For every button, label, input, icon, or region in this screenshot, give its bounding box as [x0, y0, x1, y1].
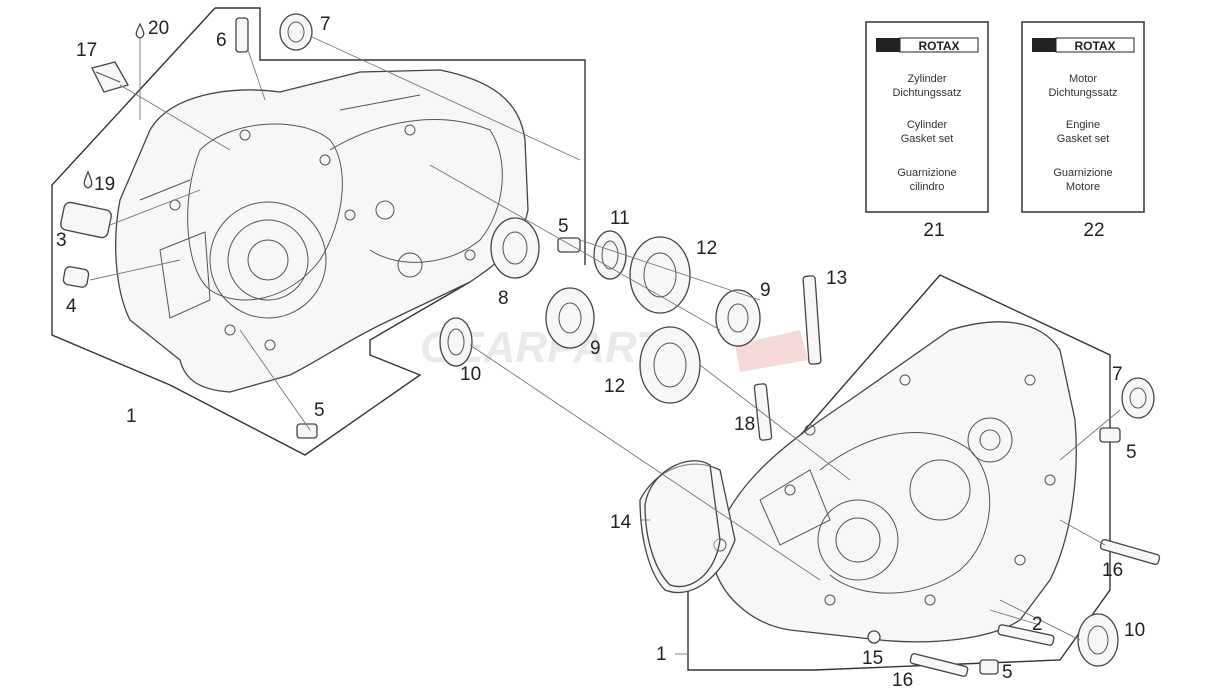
part-16-bolt-right [1099, 538, 1161, 566]
part-12-bearing-lower [639, 326, 701, 404]
kit-22-number: 22 [1083, 220, 1104, 241]
callout-12-lower: 12 [604, 376, 625, 397]
callout-5-upper: 5 [558, 216, 569, 237]
part-5-pin-right-lower [979, 659, 999, 675]
part-14-gasket [644, 460, 721, 588]
callout-16-lower: 16 [892, 670, 913, 691]
part-5-pin-left-lower [296, 423, 318, 439]
part-5-pin-upper [557, 237, 581, 253]
part-18-stud [753, 383, 773, 441]
part-17-breather-fitting [91, 61, 129, 93]
kit-22-card: ROTAX Motor Dichtungssatz Engine Gasket … [1021, 21, 1145, 213]
callout-19: 19 [94, 174, 115, 195]
kit-21-brand: ROTAX [918, 39, 959, 53]
callout-10-right: 10 [1124, 620, 1145, 641]
callout-2: 2 [1032, 614, 1043, 635]
kit-22-line-2: Dichtungssatz [1048, 87, 1117, 99]
callout-7-top: 7 [320, 14, 331, 35]
part-12-bearing-upper [629, 236, 691, 314]
kit-22-line-3: Engine [1066, 119, 1100, 131]
callout-15: 15 [862, 648, 883, 669]
callout-labels: 20 17 6 7 19 3 4 1 5 5 11 12 8 9 9 10 12… [56, 14, 1145, 691]
callout-5-left: 5 [314, 400, 325, 421]
kit-22-line-6: Motore [1066, 181, 1100, 193]
kit-21-line-6: cilindro [910, 181, 945, 193]
callout-9-lower: 9 [590, 338, 601, 359]
part-7-seal-top [279, 13, 313, 51]
kit-22-line-5: Guarnizione [1053, 167, 1112, 179]
part-5-pin-right [1099, 427, 1121, 443]
callout-5-lower: 5 [1002, 662, 1013, 683]
part-2-shaft-pin [997, 624, 1055, 646]
kit-21-card: ROTAX Zylinder Dichtungssatz Cylinder Ga… [865, 21, 989, 213]
part-15-washer [867, 630, 881, 644]
callout-7-right: 7 [1112, 364, 1123, 385]
kit-22-brand: ROTAX [1074, 39, 1115, 53]
leader-lines [89, 35, 1121, 655]
callout-14: 14 [610, 512, 632, 533]
part-9-bearing-upper [715, 289, 761, 347]
part-9-bearing-lower [545, 287, 595, 349]
part-3-bushing [60, 201, 112, 239]
kit-21-number: 21 [923, 220, 944, 241]
kit-21-line-3: Cylinder [907, 119, 948, 131]
part-16-bolt-lower [909, 653, 969, 677]
callout-1-right: 1 [656, 644, 667, 665]
left-crankcase-half [51, 7, 586, 456]
kit-21-line-5: Guarnizione [897, 167, 956, 179]
part-10-seal-right [1077, 613, 1119, 667]
part-4-dowel [62, 266, 90, 288]
callout-20: 20 [148, 18, 169, 39]
callout-10-left: 10 [460, 364, 481, 385]
callout-8: 8 [498, 288, 509, 309]
callout-11: 11 [610, 208, 630, 229]
kit-22-line-4: Gasket set [1057, 133, 1110, 145]
part-7-seal-right [1121, 377, 1155, 419]
part-20-drop [135, 22, 145, 39]
kit-21-line-1: Zylinder [907, 73, 946, 85]
part-13-stud [802, 275, 822, 365]
callout-5-right: 5 [1126, 442, 1137, 463]
callout-17: 17 [76, 40, 97, 61]
callout-6: 6 [216, 30, 227, 51]
watermark-logo [735, 330, 808, 372]
callout-18: 18 [734, 414, 755, 435]
kit-21-line-4: Gasket set [901, 133, 954, 145]
part-19-drop [83, 170, 93, 189]
callout-1-left: 1 [126, 406, 137, 427]
callout-9-upper: 9 [760, 280, 771, 301]
callout-4: 4 [66, 296, 77, 317]
callout-3: 3 [56, 230, 67, 251]
part-10-seal-left [439, 317, 473, 367]
callout-16-right: 16 [1102, 560, 1123, 581]
part-6-stud [235, 17, 249, 53]
callout-13: 13 [826, 268, 847, 289]
kit-22-line-1: Motor [1069, 73, 1097, 85]
callout-12-upper: 12 [696, 238, 717, 259]
part-11-seal [593, 230, 627, 280]
right-crankcase-half [639, 274, 1111, 671]
kit-21-line-2: Dichtungssatz [892, 87, 961, 99]
part-8-bearing [490, 217, 540, 279]
